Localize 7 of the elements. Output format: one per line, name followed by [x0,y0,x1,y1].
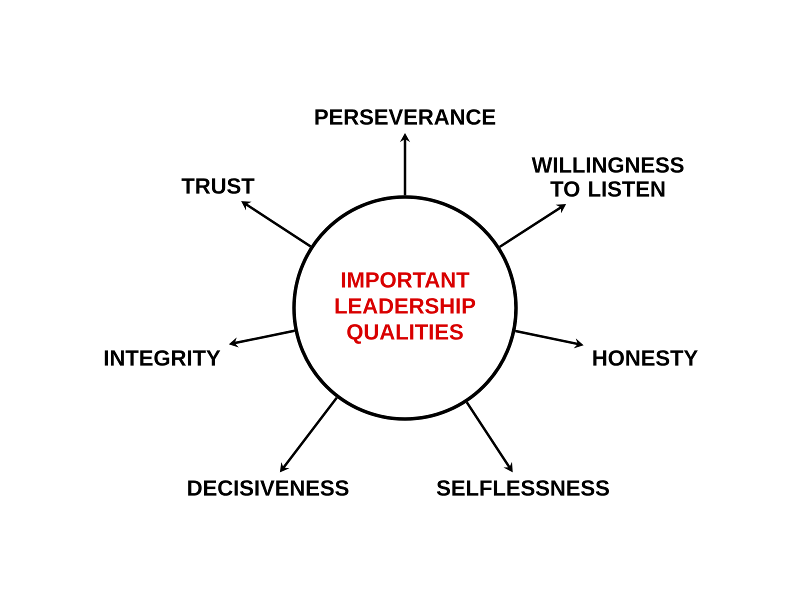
quality-label: SELFLESSNESS [436,480,609,496]
quality-label: HONESTY [593,350,698,366]
quality-label: INTEGRITY [104,350,220,366]
quality-label: DECISIVENESS [188,480,348,496]
quality-label: PERSEVERANCE [315,109,496,125]
quality-label: TRUST [182,178,254,194]
quality-label: WILLINGNESS TO LISTEN [532,157,684,197]
